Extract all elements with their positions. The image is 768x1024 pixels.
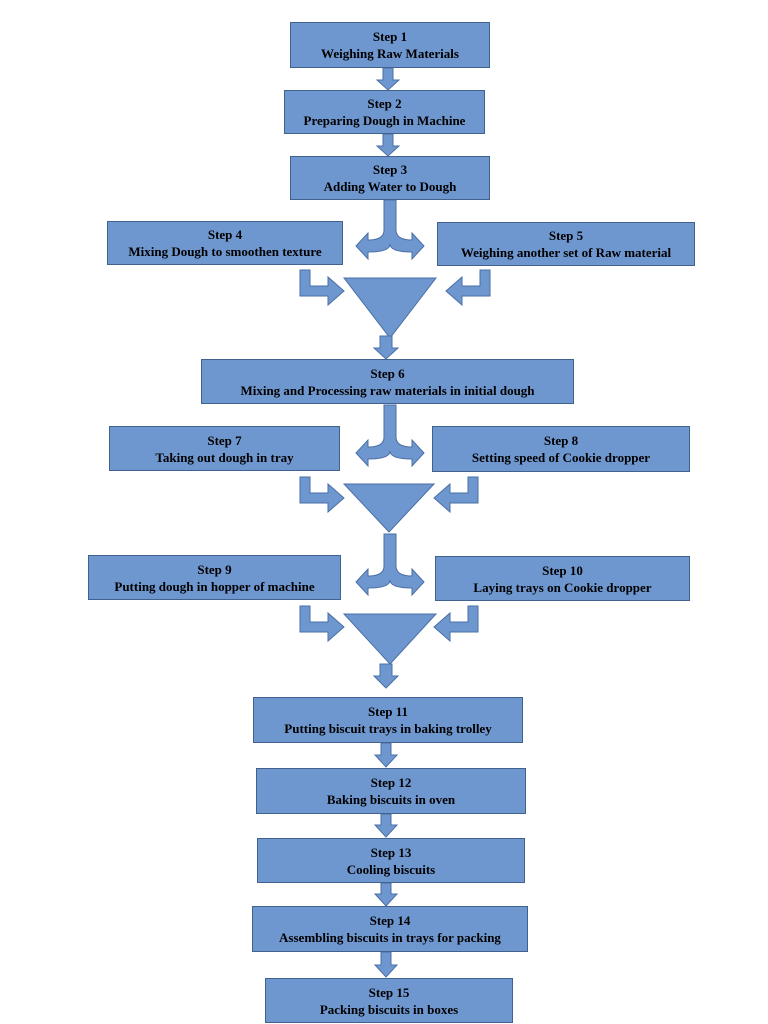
step-14-box: Step 14 Assembling biscuits in trays for… <box>252 906 528 952</box>
step-7-text: Taking out dough in tray <box>155 449 294 465</box>
step-5-label: Step 5 <box>548 228 584 243</box>
step-1-box: Step 1 Weighing Raw Materials <box>290 22 490 68</box>
step-5-box: Step 5 Weighing another set of Raw mater… <box>437 222 695 266</box>
arrow-down-funnel1-6 <box>372 335 400 360</box>
arrow-down-11-12 <box>373 742 399 768</box>
step-2-box: Step 2 Preparing Dough in Machine <box>284 90 485 134</box>
step-14-text: Assembling biscuits in trays for packing <box>279 930 501 945</box>
split-arrow-3 <box>355 199 425 261</box>
bent-arrow-left-1 <box>299 269 345 307</box>
step-15-box: Step 15 Packing biscuits in boxes <box>265 978 513 1023</box>
bent-arrow-left-3 <box>299 605 345 643</box>
step-10-box: Step 10 Laying trays on Cookie dropper <box>435 556 690 601</box>
arrow-down-2-3 <box>375 133 401 157</box>
step-11-text: Putting biscuit trays in baking trolley <box>284 721 492 736</box>
step-10-text: Laying trays on Cookie dropper <box>473 579 652 595</box>
step-3-box: Step 3 Adding Water to Dough <box>290 156 490 200</box>
step-13-text: Cooling biscuits <box>346 861 436 877</box>
bent-arrow-right-3 <box>433 605 479 643</box>
step-4-label: Step 4 <box>207 227 243 242</box>
step-9-label: Step 9 <box>197 561 232 577</box>
step-3-label: Step 3 <box>372 162 408 177</box>
step-4-box: Step 4 Mixing Dough to smoothen texture <box>107 221 343 265</box>
step-8-text: Setting speed of Cookie dropper <box>471 450 651 465</box>
bent-arrow-left-2 <box>299 476 345 514</box>
step-9-text: Putting dough in hopper of machine <box>114 578 315 594</box>
funnel-3 <box>342 613 438 665</box>
arrow-down-12-13 <box>373 813 399 838</box>
step-15-label: Step 15 <box>368 984 410 1000</box>
bent-arrow-right-1 <box>445 269 491 307</box>
step-12-box: Step 12 Baking biscuits in oven <box>256 768 526 814</box>
step-2-label: Step 2 <box>367 96 402 111</box>
step-4-text: Mixing Dough to smoothen texture <box>128 244 322 259</box>
arrow-down-14-15 <box>373 951 399 978</box>
funnel-2 <box>342 483 436 533</box>
bent-arrow-right-2 <box>433 476 479 514</box>
step-8-box: Step 8 Setting speed of Cookie dropper <box>432 426 690 472</box>
step-13-box: Step 13 Cooling biscuits <box>257 838 525 883</box>
split-arrow-funnel2 <box>355 533 425 597</box>
step-2-text: Preparing Dough in Machine <box>303 113 466 128</box>
step-1-text: Weighing Raw Materials <box>321 46 459 61</box>
step-13-label: Step 13 <box>370 844 412 860</box>
step-14-label: Step 14 <box>369 913 411 928</box>
step-8-label: Step 8 <box>543 433 579 448</box>
step-12-text: Baking biscuits in oven <box>326 792 456 807</box>
arrow-down-13-14 <box>373 882 399 907</box>
step-10-label: Step 10 <box>542 562 583 578</box>
step-1-label: Step 1 <box>372 29 408 44</box>
step-6-label: Step 6 <box>370 365 405 381</box>
step-7-box: Step 7 Taking out dough in tray <box>109 426 340 471</box>
step-12-label: Step 12 <box>370 775 412 790</box>
step-7-label: Step 7 <box>207 432 242 448</box>
step-3-text: Adding Water to Dough <box>323 179 457 194</box>
arrow-down-1-2 <box>375 67 401 91</box>
step-15-text: Packing biscuits in boxes <box>319 1001 459 1017</box>
step-11-label: Step 11 <box>367 704 409 719</box>
split-arrow-6 <box>355 404 425 468</box>
step-5-text: Weighing another set of Raw material <box>460 245 672 260</box>
step-9-box: Step 9 Putting dough in hopper of machin… <box>88 555 341 600</box>
step-6-box: Step 6 Mixing and Processing raw materia… <box>201 359 574 404</box>
arrow-down-funnel3-11 <box>372 663 400 689</box>
funnel-1 <box>342 277 438 339</box>
step-11-box: Step 11 Putting biscuit trays in baking … <box>253 697 523 743</box>
step-6-text: Mixing and Processing raw materials in i… <box>240 382 535 398</box>
